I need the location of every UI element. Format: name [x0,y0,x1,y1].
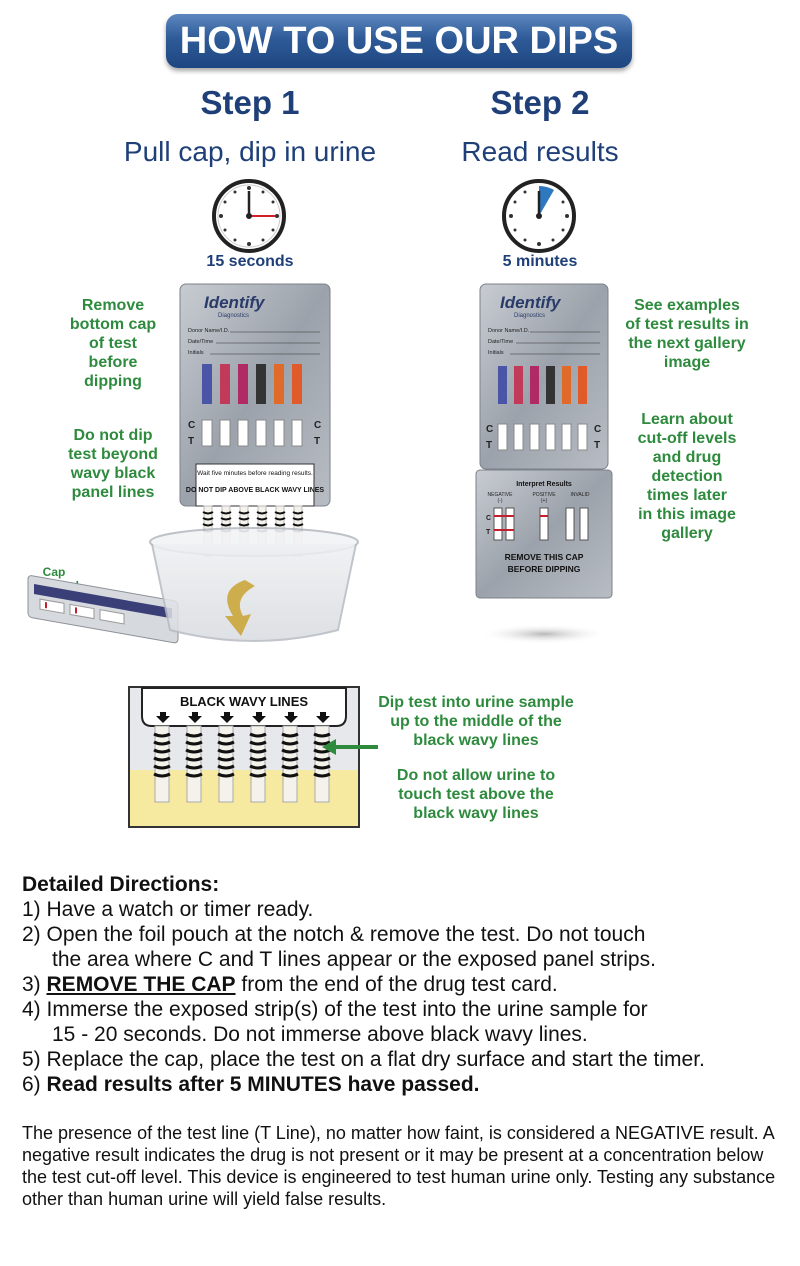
card-field-initials: Initials [188,350,204,356]
cap-label-c: C [486,515,491,522]
step2-title: Step 2 [490,84,590,121]
step1-subtitle: Pull cap, dip in urine [123,136,377,167]
note-dip-middle: Dip test into urine sample up to the mid… [378,694,574,749]
card2-field-donor: Donor Name/I.D. [488,328,530,334]
cap-negative-label: NEGATIVE [488,492,514,498]
wavy-lines-closeup: BLACK WAVY LINES [128,686,360,828]
removed-cap [27,575,179,644]
card-brand: Identify [204,293,266,312]
direction-step-6: 6) Read results after 5 MINUTES have pas… [22,1072,792,1097]
note-learn-cutoff: Learn about cut-off levels and drug dete… [637,411,737,542]
card2-shadow [478,624,610,644]
card2-label-t-left: T [486,440,492,451]
clock-15-seconds-icon [212,179,286,253]
cap-negative-sign: (-) [498,498,503,504]
card-label-c-left: C [188,420,195,431]
step1-time-label: 15 seconds [206,253,294,270]
drug-panel-labels [202,364,302,404]
direction-step-2-cont: the area where C and T lines appear or t… [52,948,656,971]
direction-step-6-bold: Read results after 5 MINUTES have passed… [46,1073,480,1096]
note-remove-bottom-cap: Remove bottom cap of test before dipping [69,297,157,390]
card2-brand: Identify [500,293,562,312]
note-see-examples: See examples of test results in the next… [625,297,749,371]
card-label-c-right: C [314,420,321,431]
step2-time-label: 5 minutes [502,253,578,270]
clock-5-minutes-icon [502,179,576,253]
direction-step-4: 4) Immerse the exposed strip(s) of the t… [22,998,648,1021]
direction-step-3-rest: from the end of the drug test card. [235,973,558,996]
card-wait-text: Wait five minutes before reading results… [197,470,313,477]
cap-remove-line2: BEFORE DIPPING [508,564,581,574]
disclaimer-text: The presence of the test line (T Line), … [22,1123,776,1209]
step1-dip-illustration: Identify Diagnostics Donor Name/I.D. Dat… [27,283,359,644]
direction-step-6-prefix: 6) [22,1073,47,1096]
arrow-left-icon [322,739,378,755]
cap-label-t: T [486,529,491,536]
direction-step-3-bold: REMOVE THE CAP [46,973,236,996]
cap-positive-sign: (+) [541,498,548,504]
card2-field-initials: Initials [488,350,504,356]
detailed-directions: Detailed Directions: 1) Have a watch or … [22,872,792,1097]
card-field-donor: Donor Name/I.D. [188,328,230,334]
urine-cup [149,527,359,642]
step1-title: Step 1 [200,84,300,121]
card2-brand-sub: Diagnostics [514,313,545,319]
card2-drug-panel-labels [498,366,587,404]
direction-step-2: 2) Open the foil pouch at the notch & re… [22,923,646,946]
closeup-header: BLACK WAVY LINES [180,694,308,709]
note-do-not-allow: Do not allow urine to touch test above t… [396,767,556,822]
card2-label-c-right: C [594,424,601,435]
cap-invalid-label: INVALID [570,492,589,498]
card-brand-sub: Diagnostics [218,313,249,319]
cap-interpret-title: Interpret Results [516,481,572,488]
direction-step-3: 3) REMOVE THE CAP from the end of the dr… [22,972,792,997]
directions-title: Detailed Directions: [22,873,220,896]
card-do-not-dip: DO NOT DIP ABOVE BLACK WAVY LINES [186,487,325,494]
note-do-not-dip: Do not dip test beyond wavy black panel … [68,427,158,501]
card-field-date: Date/Time [188,339,213,345]
step2-card-illustration: Identify Diagnostics Donor Name/I.D. Dat… [475,283,613,644]
card-label-t-right: T [314,436,320,447]
card2-field-date: Date/Time [488,339,513,345]
cap-remove-line1: REMOVE THIS CAP [505,552,584,562]
direction-step-1: 1) Have a watch or timer ready. [22,898,314,921]
step2-subtitle: Read results [461,136,619,167]
card2-cap: Interpret Results NEGATIVE (-) POSITIVE … [475,469,613,599]
card2-label-c-left: C [486,424,493,435]
direction-step-3-prefix: 3) [22,973,47,996]
card-label-t-left: T [188,436,194,447]
title-banner: HOW TO USE OUR DIPS [166,14,632,68]
direction-step-4-cont: 15 - 20 seconds. Do not immerse above bl… [52,1023,588,1046]
card2-label-t-right: T [594,440,600,451]
direction-step-5: 5) Replace the cap, place the test on a … [22,1048,705,1071]
cap-positive-label: POSITIVE [532,492,556,498]
